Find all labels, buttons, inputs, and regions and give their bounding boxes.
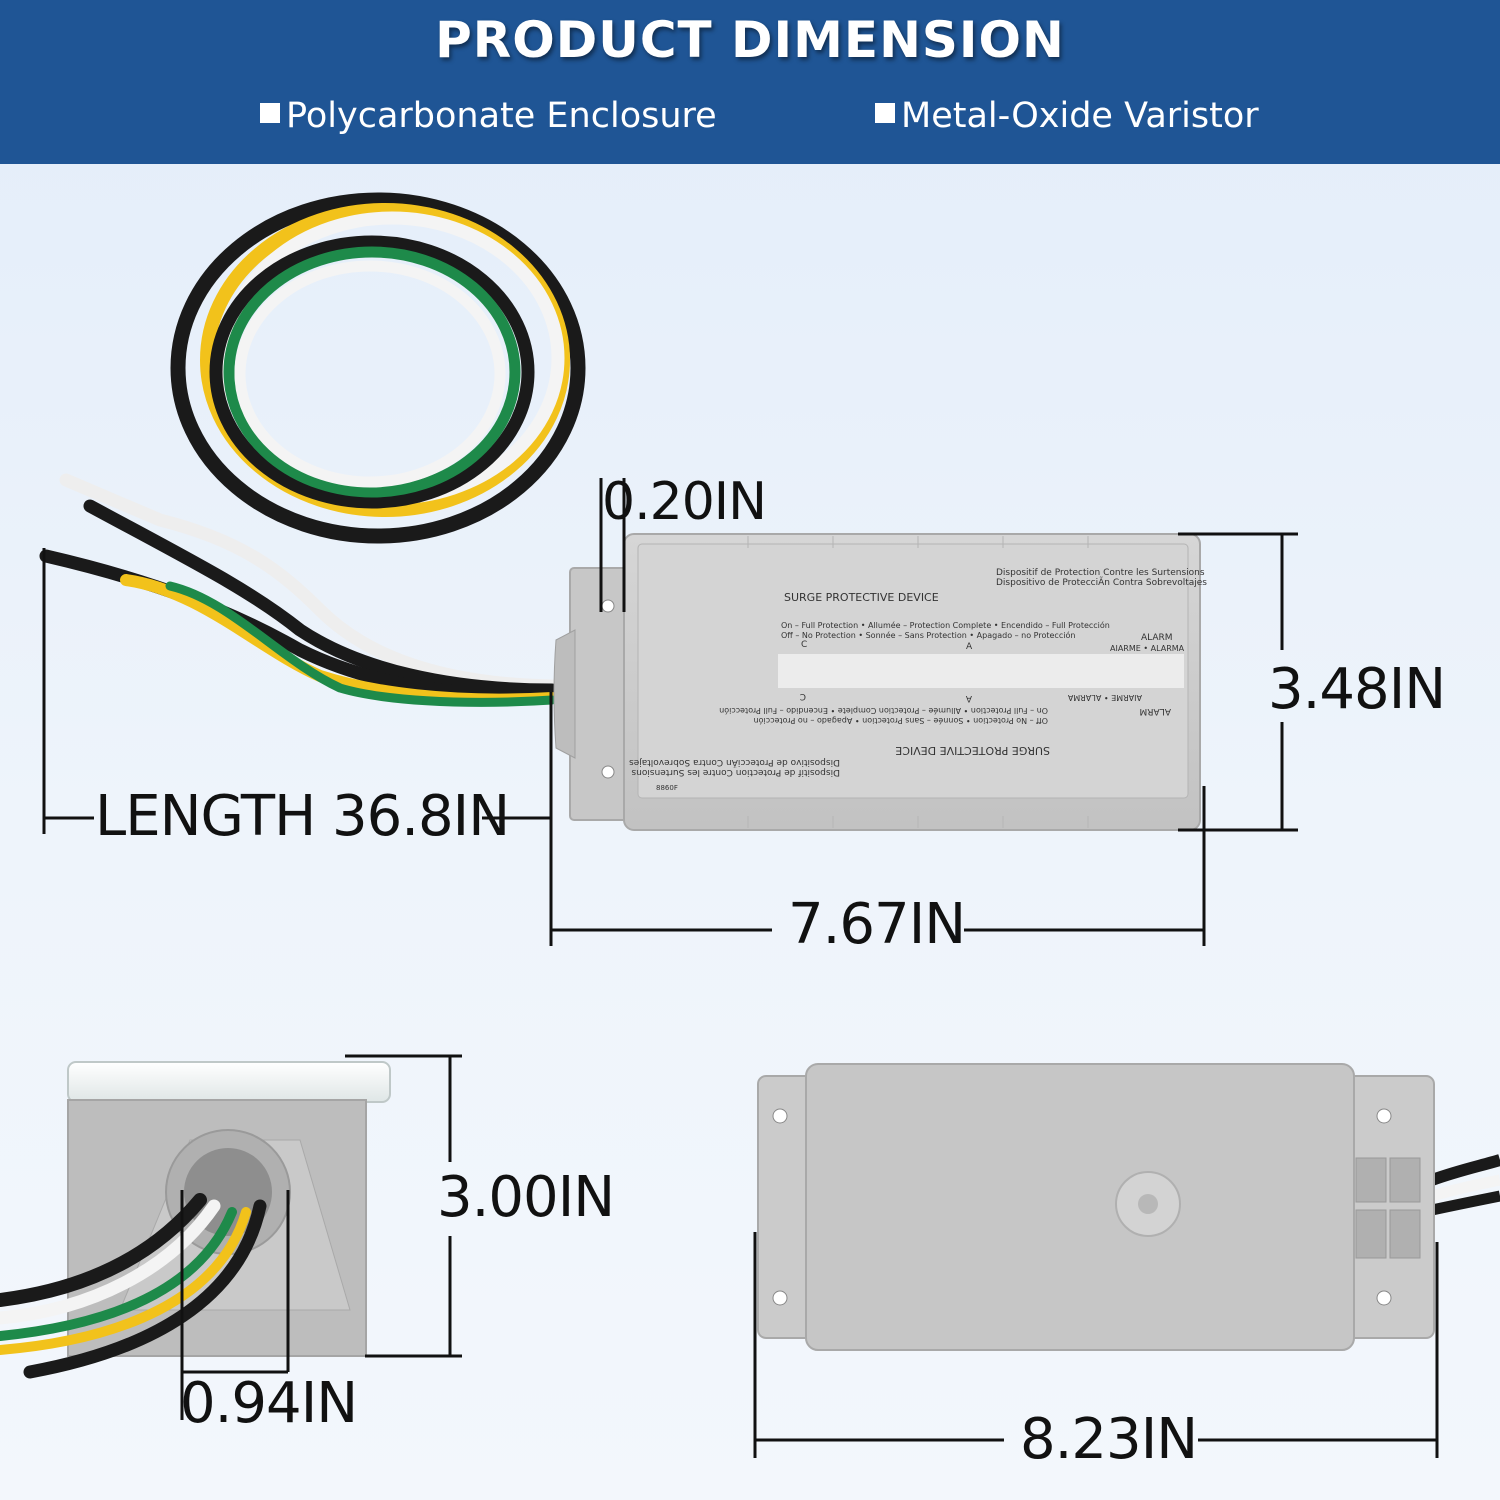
wire-coil [170, 192, 586, 544]
dimension-lines-top [42, 478, 1298, 946]
label-off-line: Off – No Protection • Sonnée – Sans Prot… [781, 631, 1076, 640]
dimension-knockout: 0.94IN [180, 1371, 358, 1436]
dimension-flange: 0.20IN [602, 472, 767, 532]
label-led-c: C [801, 640, 808, 650]
bullet-square-icon [260, 103, 280, 123]
label-off-line-flipped: Off – No Protection • Sonnée – Sans Prot… [753, 716, 1048, 725]
enclosure-back-view [757, 1063, 1500, 1351]
label-french: Dispositif de Protection Contre les Surt… [996, 568, 1205, 578]
label-device-name-flipped: SURGE PROTECTIVE DEVICE [895, 744, 1050, 757]
end-view-wires [0, 1193, 267, 1379]
label-led-c-flipped: C [799, 691, 806, 701]
feature-enclosure-label: Polycarbonate Enclosure [286, 96, 717, 136]
enclosure-top-view [553, 533, 1201, 831]
wire-leads [39, 473, 559, 707]
page-title: PRODUCT DIMENSION [435, 11, 1065, 69]
dimension-lines-back [753, 1232, 1439, 1458]
label-device-name: SURGE PROTECTIVE DEVICE [784, 591, 939, 604]
header-banner: PRODUCT DIMENSION Polycarbonate Enclosur… [0, 0, 1500, 164]
label-led-a: A [966, 642, 973, 652]
dimension-depth: 3.00IN [437, 1165, 615, 1230]
label-alarm: ALARM [1141, 633, 1173, 643]
feature-varistor: Metal-Oxide Varistor [875, 94, 1259, 138]
feature-enclosure: Polycarbonate Enclosure [260, 94, 717, 138]
label-french-flipped: Dispositif de Protection Contre les Surt… [631, 767, 840, 777]
dimension-lines-end [180, 1054, 462, 1420]
dimension-cable-length: LENGTH 36.8IN [95, 784, 510, 849]
label-alarm-sub-flipped: AIARME • ALARMA [1067, 693, 1142, 702]
label-on-line: On – Full Protection • Allumée – Protect… [781, 621, 1110, 630]
bullet-square-icon [875, 103, 895, 123]
label-model: 8860F [656, 784, 678, 792]
label-alarm-sub: AIARME • ALARMA [1110, 644, 1185, 653]
dimension-height: 3.48IN [1268, 657, 1446, 722]
dimension-body-length: 7.67IN [788, 892, 966, 957]
dimension-total-length: 8.23IN [1020, 1407, 1198, 1472]
label-led-a-flipped: A [965, 693, 972, 703]
feature-varistor-label: Metal-Oxide Varistor [901, 96, 1259, 136]
label-spanish: Dispositivo de ProtecciÃn Contra Sobrevo… [996, 578, 1207, 588]
label-alarm-flipped: ALARM [1139, 706, 1171, 716]
